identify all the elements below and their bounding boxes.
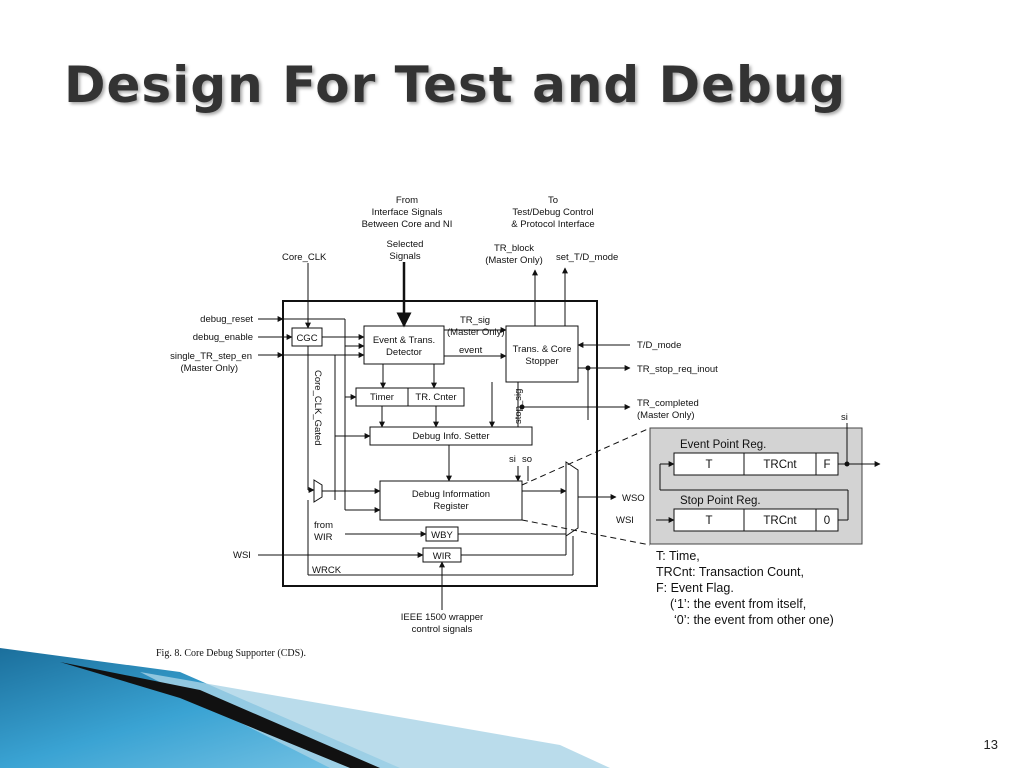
ieee-label-1: IEEE 1500 wrapper [401,612,483,623]
figure-caption: Fig. 8. Core Debug Supporter (CDS). [156,648,306,659]
tr-completed-2: (Master Only) [637,410,695,421]
wir-label: WIR [433,551,452,562]
event-detector-label-2: Detector [386,347,422,358]
slide-title: Design For Test and Debug [64,56,847,114]
legend-line-3: F: Event Flag. [656,581,734,595]
from-label-1: From [396,195,418,206]
stopper-label-2: Stopper [525,356,558,367]
cds-outer-frame [282,300,598,587]
right-labels: T/D_mode TR_stop_req_inout TR_completed … [622,340,718,504]
selected-signals-1: Selected [387,239,424,250]
tr-block-1: TR_block [494,243,534,254]
tr-sig-1: TR_sig [460,315,490,326]
left-mux [313,479,323,503]
core-clk: Core_CLK [282,252,327,263]
ieee-label-2: control signals [412,624,473,635]
event-detector-label-1: Event & Trans. [373,335,435,346]
to-label-2: Test/Debug Control [512,207,593,218]
debug-reset: debug_reset [200,314,253,325]
legend-line-5: ‘0’: the event from other one) [674,613,834,627]
wrck-label: WRCK [312,565,342,576]
detail-si: si [841,412,848,423]
selected-signals-2: Signals [389,251,420,262]
to-label-1: To [548,195,558,206]
td-mode-label: T/D_mode [637,340,681,351]
from-label-3: Between Core and NI [362,219,453,230]
debug-info-setter-label: Debug Info. Setter [412,431,489,442]
stopper-label-1: Trans. & Core [513,344,572,355]
sp-trcnt-text: TRCnt [763,515,797,527]
tr-block-2: (Master Only) [485,255,543,266]
bottom-labels: IEEE 1500 wrapper control signals Fig. 8… [156,612,483,659]
top-labels: From Interface Signals Between Core and … [282,195,618,266]
deco-light-swoosh [140,672,610,768]
single-tr-2: (Master Only) [180,363,238,374]
to-label-3: & Protocol Interface [511,219,594,230]
wso-label: WSO [622,493,645,504]
page-number: 13 [983,737,998,752]
detail-labels: si Event Point Reg. Stop Point Reg. T TR… [616,412,848,527]
ep-trcnt-text: TRCnt [763,459,797,471]
cgc-label: CGC [296,333,317,344]
sp-t-text: T [705,515,712,527]
sp-0-text: 0 [824,515,830,527]
detail-wsi: WSI [616,515,634,526]
deco-black-swoosh [60,662,380,768]
stop-point-reg-label: Stop Point Reg. [680,495,761,507]
si-label: si [509,454,516,465]
single-tr-1: single_TR_step_en [170,351,252,362]
timer-label: Timer [370,392,394,403]
tr-cnter-label: TR. Cnter [415,392,456,403]
tr-sig-2: (Master Only) [447,327,505,338]
debug-info-register-label-1: Debug Information [412,489,490,500]
debug-info-register-label-2: Register [433,501,468,512]
from-wir-2: WIR [314,532,333,543]
stop-sig-label: stop_sig [513,389,524,424]
wby-label: WBY [431,530,453,541]
tr-completed-1: TR_completed [637,398,699,409]
right-mux [565,461,579,537]
tr-stop-req-label: TR_stop_req_inout [637,364,718,375]
from-wir-1: from [314,520,333,531]
debug-enable: debug_enable [193,332,253,343]
legend-line-4: (‘1’: the event from itself, [670,597,806,611]
legend-line-1: T: Time, [656,549,700,563]
legend: T: Time, TRCnt: Transaction Count, F: Ev… [656,549,834,627]
event-label: event [459,345,483,356]
ep-t-text: T [705,459,712,471]
from-label-2: Interface Signals [372,207,443,218]
event-point-reg-label: Event Point Reg. [680,439,766,451]
inner-labels: TR_sig (Master Only) event stop_sig Core… [312,315,532,576]
left-labels: debug_reset debug_enable single_TR_step_… [170,314,253,561]
core-clk-gated-label: Core_CLK_Gated [312,370,323,446]
wsi-left: WSI [233,550,251,561]
set-td-mode: set_T/D_mode [556,252,618,263]
debug-info-register-block [379,480,523,521]
so-label: so [522,454,532,465]
block-labels: CGC Event & Trans. Detector Trans. & Cor… [296,333,571,562]
legend-line-2: TRCnt: Transaction Count, [656,565,804,579]
ep-f-text: F [823,459,830,471]
